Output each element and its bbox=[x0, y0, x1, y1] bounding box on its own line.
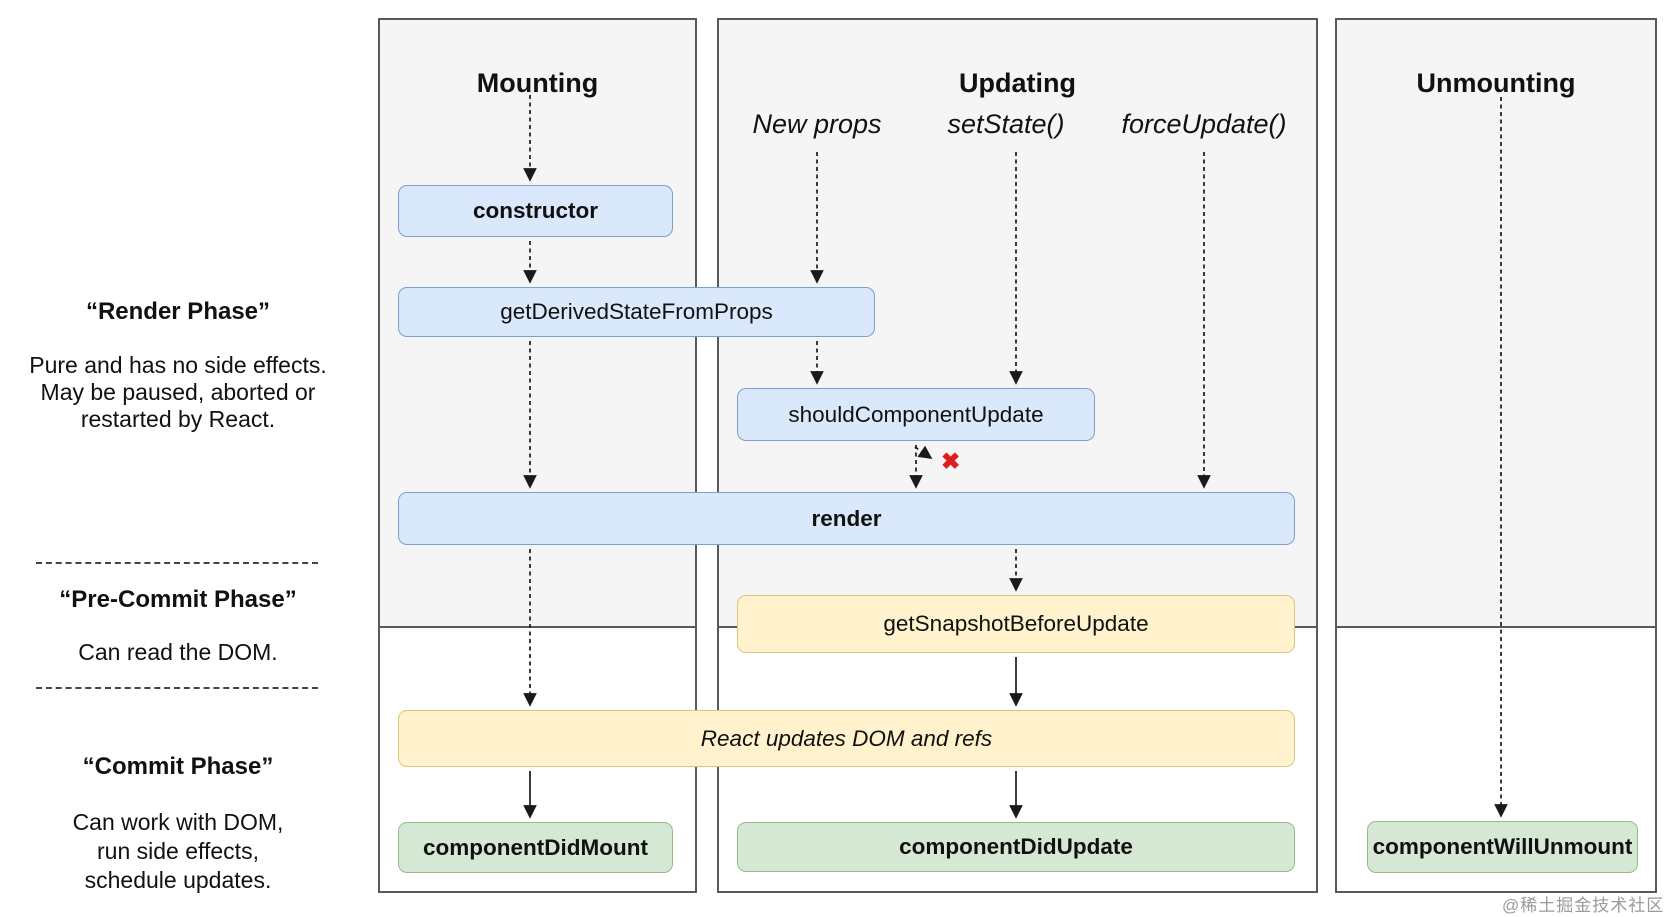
shouldcomponentupdate-box: shouldComponentUpdate bbox=[737, 388, 1095, 441]
pre-commit-phase-title: “Pre-Commit Phase” bbox=[59, 586, 297, 613]
phase-desc-line: May be paused, aborted or bbox=[40, 379, 316, 405]
pre-commit-phase-desc: Can read the DOM. bbox=[28, 639, 328, 666]
new-props-label: New props bbox=[752, 109, 882, 139]
phase-annotations: “Render Phase” Pure and has no side effe… bbox=[28, 0, 328, 917]
phase-desc-line: Can read the DOM. bbox=[78, 639, 278, 665]
unmounting-header: Unmounting bbox=[1416, 68, 1576, 99]
render-box: render bbox=[398, 492, 1295, 545]
skip-x-icon: ✖ bbox=[941, 448, 961, 474]
unmounting-column: Unmounting bbox=[1335, 18, 1657, 893]
componentdidmount-box: componentDidMount bbox=[398, 822, 673, 873]
phase-desc-line: run side effects, bbox=[97, 838, 259, 864]
react-updates-dom-box: React updates DOM and refs bbox=[398, 710, 1295, 767]
render-phase-region bbox=[1337, 20, 1655, 628]
updating-header: Updating bbox=[959, 68, 1076, 99]
mounting-header: Mounting bbox=[476, 68, 599, 99]
phase-desc-line: Can work with DOM, bbox=[72, 809, 284, 835]
phase-desc-line: schedule updates. bbox=[84, 867, 272, 893]
watermark: @稀土掘金技术社区 bbox=[1502, 896, 1665, 915]
getsnapshotbeforeupdate-box: getSnapshotBeforeUpdate bbox=[737, 595, 1295, 653]
commit-phase-title: “Commit Phase” bbox=[82, 753, 274, 780]
forceupdate-label: forceUpdate() bbox=[1121, 109, 1287, 139]
phase-divider bbox=[36, 562, 318, 564]
render-phase-desc: Pure and has no side effects. May be pau… bbox=[28, 352, 328, 433]
setstate-label: setState() bbox=[947, 109, 1065, 139]
render-phase-title: “Render Phase” bbox=[85, 298, 271, 325]
commit-phase-desc: Can work with DOM, run side effects, sch… bbox=[28, 808, 328, 895]
getderivedstatefromprops-box: getDerivedStateFromProps bbox=[398, 287, 875, 337]
componentwillunmount-box: componentWillUnmount bbox=[1367, 821, 1638, 873]
phase-desc-line: Pure and has no side effects. bbox=[29, 352, 327, 378]
phase-divider bbox=[36, 687, 318, 689]
componentdidupdate-box: componentDidUpdate bbox=[737, 822, 1295, 872]
phase-desc-line: restarted by React. bbox=[80, 406, 276, 432]
constructor-box: constructor bbox=[398, 185, 673, 237]
